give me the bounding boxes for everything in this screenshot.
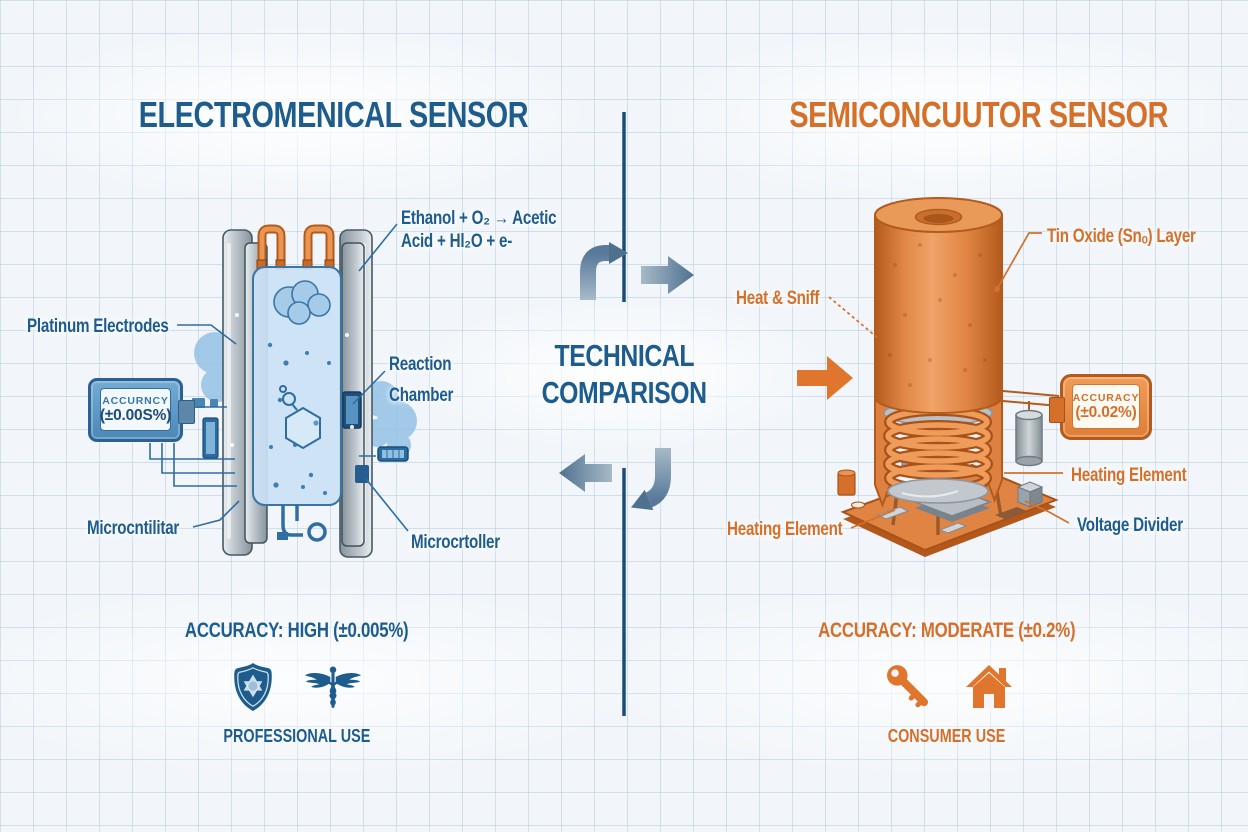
accuracy-meter-left: ACCURNCY (±0.00S%) [88, 378, 195, 442]
label-microcontroller-right: Microcrtoller [411, 532, 500, 553]
voltage-divider-cube [1016, 481, 1044, 508]
side-components [192, 398, 219, 459]
house-icon [966, 665, 1012, 708]
sensing-window [342, 391, 362, 429]
meter-value: (±0.00S%) [99, 406, 172, 424]
inlet-tubes [256, 224, 335, 270]
bubbles [267, 342, 331, 495]
meter-connector-tab [178, 400, 195, 424]
label-platinum-electrodes: Platinum Electrodes [27, 316, 169, 337]
mini-lcd [377, 446, 409, 462]
badge-icon [234, 663, 272, 711]
right-accuracy-summary: ACCURACY: MODERATE (±0.2%) [818, 619, 1076, 642]
meter-connector-tab [1049, 397, 1065, 423]
label-tin-oxide-layer: Tin Oxide (Snₒ) Layer [1047, 226, 1196, 247]
outlet-cap [277, 532, 288, 540]
tin-oxide-cylinder [874, 197, 1003, 414]
right-section-title: SEMICONCUUTOR SENSOR [789, 94, 1169, 135]
left-accuracy-summary: ACCURACY: HIGH (±0.005%) [185, 619, 409, 642]
meter-title: ACCURNCY [102, 394, 169, 407]
meter-screen: ACCURNCY (±0.00S%) [100, 388, 171, 431]
curved-down-left-arrow [645, 448, 671, 508]
capacitor [1015, 401, 1043, 467]
semiconductor-sensor-illustration [797, 197, 1059, 557]
label-reaction-chamber: Reaction Chamber [389, 354, 454, 406]
cap-texture [888, 243, 987, 387]
meter-value: (±0.02%) [1075, 403, 1137, 421]
right-use-icons [747, 658, 1147, 716]
curved-up-right-arrow [580, 245, 609, 300]
right-use-label: CONSUMER USE [888, 726, 1006, 746]
label-heating-element-left: Heating Element [727, 519, 843, 540]
right-arrow [641, 256, 694, 294]
label-equation: Ethanol + O₂ → Acetic Acid + Hl₂O + e- [401, 208, 557, 252]
orange-pointer-arrow [797, 356, 853, 400]
reaction-chamber [252, 266, 342, 506]
left-use-icons [97, 658, 497, 716]
microcontroller-chip [355, 465, 369, 483]
label-heat-and-sniff: Heat & Sniff [736, 288, 820, 309]
label-heating-element-right: Heating Element [1071, 465, 1187, 486]
left-arrow [559, 454, 612, 492]
label-microcontroller-left: Microcntilitar [87, 518, 180, 539]
key-icon [887, 665, 929, 708]
label-voltage-divider: Voltage Divider [1077, 515, 1183, 536]
accuracy-meter-right: ACCURACY (±0.02%) [1049, 374, 1152, 440]
inner-cloud [273, 280, 331, 325]
center-comparison-title: TECHNICAL COMPARISON [541, 338, 707, 410]
meter-title: ACCURACY [1072, 391, 1140, 404]
left-use-label: PROFESSIONAL USE [223, 726, 371, 746]
left-section-title: ELECTROMENICAL SENSOR [138, 94, 529, 135]
caduceus-icon [304, 666, 362, 708]
molecule [279, 385, 321, 450]
sensing-disc-bottom [887, 478, 989, 504]
meter-screen: ACCURACY (±0.02%) [1072, 384, 1140, 429]
outlet-tubes [281, 505, 327, 542]
